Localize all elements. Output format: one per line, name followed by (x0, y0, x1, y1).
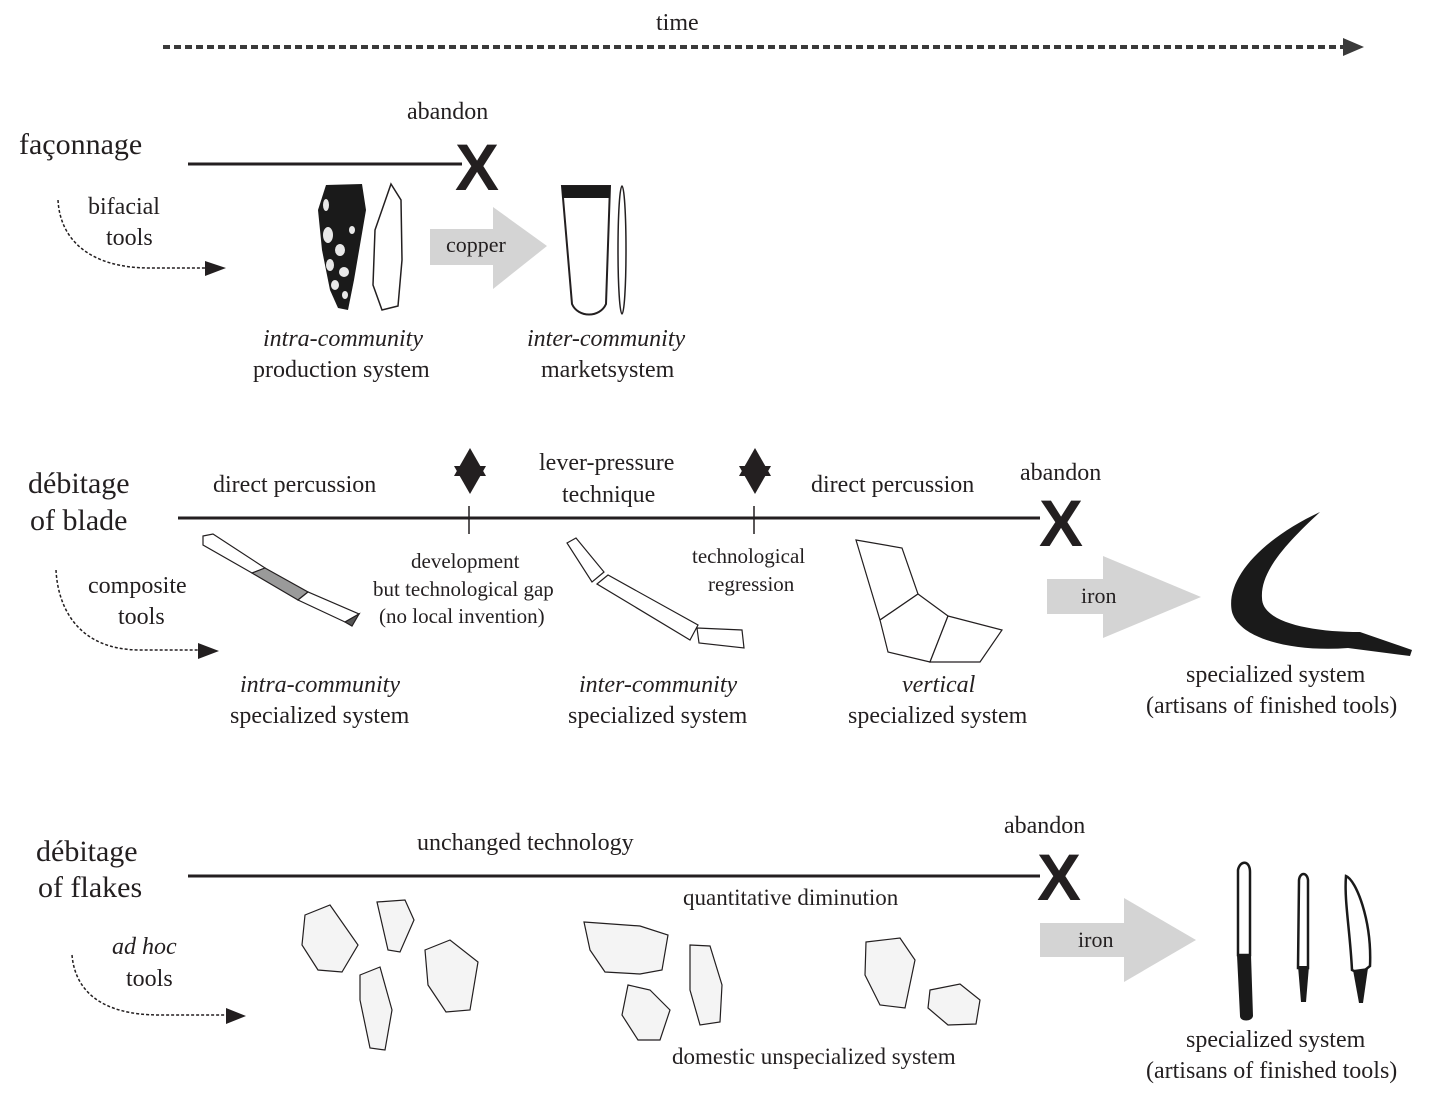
tool-type-line-2: tools (118, 604, 165, 630)
time-axis-arrow (163, 38, 1364, 56)
event-note: technological (692, 544, 806, 568)
stage-system: specialized system (230, 703, 410, 729)
stage-qualifier: intra-community (263, 326, 423, 352)
timeline-label: technique (562, 482, 656, 508)
abandon-x-icon: X (1039, 486, 1084, 560)
stage-qualifier: inter-community (579, 672, 738, 698)
row-title-flakes-line-2: of flakes (38, 871, 143, 904)
time-arrowhead-icon (1343, 38, 1364, 56)
stage-qualifier: intra-community (240, 672, 400, 698)
tool-type-line-1: composite (88, 573, 187, 599)
tool-type-line-1: ad hoc (112, 934, 177, 960)
star-of-david-icon (454, 448, 486, 494)
blade-arrowhead-icon (198, 643, 219, 659)
flakes-curved-arrow (71, 954, 228, 1016)
blade-segments-icon (202, 533, 361, 627)
pressure-blades-icon (566, 537, 745, 649)
outcome-label: specialized system (1186, 662, 1366, 688)
iron-arrow-label: iron (1081, 583, 1117, 608)
flint-axe-icon (318, 182, 403, 311)
abandon-label: abandon (1020, 460, 1102, 486)
flakes-group-3-icon (864, 937, 981, 1026)
event-note: development (411, 549, 520, 573)
abandon-label: abandon (1004, 813, 1086, 839)
iron-sickle-icon (1231, 512, 1412, 656)
stage-system: specialized system (568, 703, 748, 729)
iron-knives-icon (1236, 861, 1372, 1021)
outcome-label: (artisans of finished tools) (1146, 1058, 1398, 1084)
row-title-faconnage: façonnage (19, 128, 143, 161)
event-note: but technological gap (373, 577, 554, 601)
star-of-david-icon (739, 448, 771, 494)
faconnage-arrowhead-icon (205, 261, 226, 276)
outcome-label: (artisans of finished tools) (1146, 693, 1398, 719)
row-title-blade-line-2: of blade (30, 504, 128, 537)
flakes-iron-transition-arrow (1040, 898, 1196, 982)
flakes-group-2-icon (583, 921, 723, 1041)
outcome-label: specialized system (1186, 1027, 1366, 1053)
event-note: (no local invention) (379, 604, 545, 628)
abandon-x-icon: X (1037, 840, 1082, 914)
flakes-arrowhead-icon (226, 1008, 246, 1024)
event-note: regression (708, 572, 795, 596)
timeline-label: lever-pressure (539, 450, 675, 476)
note-domestic-system: domestic unspecialized system (672, 1044, 956, 1069)
blade-iron-transition-arrow (1047, 556, 1201, 638)
flakes-group-1-icon (301, 899, 479, 1051)
faconnage-curved-arrow (57, 199, 210, 269)
stage-system: production system (253, 357, 430, 383)
blade-curved-arrow (55, 569, 200, 651)
abandon-x-icon: X (455, 130, 500, 204)
row-title-flakes-line-1: débitage (36, 835, 138, 868)
stage-qualifier: vertical (902, 672, 976, 698)
note-quantitative-diminution: quantitative diminution (683, 885, 899, 910)
row-title-blade-line-1: débitage (28, 467, 130, 500)
iron-arrow-label: iron (1078, 927, 1114, 952)
copper-transition-arrow (430, 207, 547, 289)
timeline-label: direct percussion (811, 472, 975, 498)
timeline-label: direct percussion (213, 472, 377, 498)
copper-arrow-label: copper (446, 232, 506, 257)
abandon-label: abandon (407, 99, 489, 125)
stage-system: marketsystem (541, 357, 675, 383)
stage-system: specialized system (848, 703, 1028, 729)
sickle-inserts-icon (855, 539, 1003, 663)
timeline-label: unchanged technology (417, 830, 634, 856)
tool-type-line-1: bifacial (88, 194, 160, 220)
stage-qualifier: inter-community (527, 326, 686, 352)
time-axis-label: time (656, 10, 699, 36)
tool-type-line-2: tools (126, 966, 173, 992)
copper-axe-icon (560, 185, 627, 316)
tool-type-line-2: tools (106, 225, 153, 251)
